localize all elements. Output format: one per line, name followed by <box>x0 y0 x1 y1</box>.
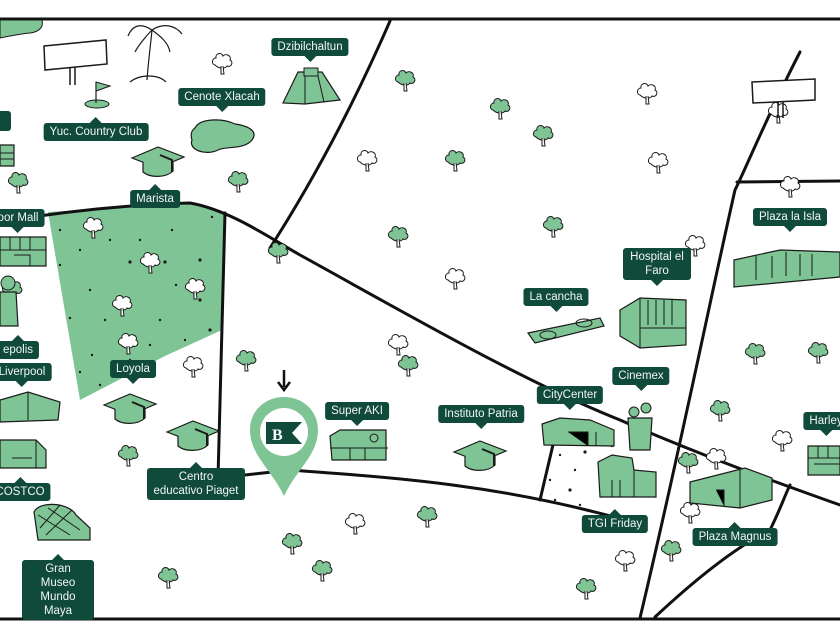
cenote-icon <box>190 119 255 153</box>
billboard-left <box>43 39 108 85</box>
label-text: Harley <box>809 415 840 427</box>
label-pointer <box>12 227 24 233</box>
label-text: CityCenter <box>542 389 598 401</box>
location-marker[interactable]: B <box>250 370 318 496</box>
lake <box>0 19 43 39</box>
label-pointer <box>90 117 102 123</box>
label-citycenter[interactable]: CityCenter <box>536 386 604 410</box>
la-cancha-field <box>526 317 605 344</box>
label-plaza-la-isla[interactable]: Plaza la Isla <box>752 208 828 232</box>
label-marista[interactable]: Marista <box>130 184 180 208</box>
harley-building <box>807 445 840 476</box>
label-costco[interactable]: COSTCO <box>0 477 51 501</box>
label-pointer <box>148 184 161 190</box>
flag-b-icon <box>266 422 302 444</box>
palm-tree-icon <box>127 25 183 83</box>
label-text: Liverpool <box>0 366 46 378</box>
label-text: Cenote Xlacah <box>184 91 260 103</box>
label-pointer <box>609 509 621 515</box>
mall-building-left <box>0 236 47 267</box>
label-text: Plaza la Isla <box>758 211 822 223</box>
label-text: Gran Museo Mundo Maya <box>40 563 76 617</box>
label-text: Loyola <box>116 363 150 375</box>
label-text: Dzibilchaltun <box>277 41 343 53</box>
label-pointer <box>634 385 647 391</box>
citycenter-building <box>541 417 615 447</box>
label-cinepolis[interactable]: epolis <box>0 335 40 359</box>
top-left-building <box>0 144 15 167</box>
golf-flag-icon <box>84 81 112 109</box>
label-text: Plaza Magnus <box>698 531 772 543</box>
label-text: Super AKI <box>331 405 383 417</box>
label-text: TGI Friday <box>587 518 643 530</box>
label-pointer <box>13 477 26 483</box>
label-pointer <box>350 420 363 426</box>
marista-cap-icon <box>131 146 185 178</box>
plaza-la-isla-building <box>733 249 840 288</box>
label-text: Centro educativo Piaget <box>153 471 239 497</box>
label-pointer <box>474 423 487 429</box>
liverpool-building <box>0 391 61 423</box>
park-area <box>48 204 225 400</box>
label-hospital-faro[interactable]: Hospital el Faro <box>623 248 691 286</box>
label-pointer <box>12 335 24 341</box>
label-instituto-patria[interactable]: Instituto Patria <box>438 405 524 429</box>
label-dzibilchaltun[interactable]: Dzibilchaltun <box>271 38 349 62</box>
label-pointer <box>783 226 796 232</box>
cinema-building-left <box>0 275 19 327</box>
label-pointer <box>15 381 28 387</box>
hospital-building <box>619 297 687 349</box>
label-pointer <box>303 56 316 62</box>
billboard-right <box>751 78 816 118</box>
pyramid-icon <box>282 67 342 105</box>
label-yuc-country-club[interactable]: Yuc. Country Club <box>43 117 149 141</box>
label-loyola[interactable]: Loyola <box>110 360 156 384</box>
label-top-left-cut[interactable] <box>0 111 11 131</box>
label-text: Marista <box>136 193 174 205</box>
label-pointer <box>549 306 562 312</box>
label-gran-museo[interactable]: Gran Museo Mundo Maya <box>22 554 94 620</box>
label-pointer <box>190 462 202 468</box>
label-super-aki[interactable]: Super AKI <box>325 402 389 426</box>
museum-building <box>33 503 91 541</box>
tgi-friday-building <box>597 454 657 498</box>
marker-letter: B <box>272 427 283 444</box>
label-harbor-mall[interactable]: oor Mall <box>0 209 45 233</box>
costco-building <box>0 439 47 469</box>
label-text: Cinemex <box>618 370 664 382</box>
patria-cap-icon <box>453 440 507 472</box>
label-pointer <box>651 280 663 286</box>
label-pointer <box>215 106 228 112</box>
label-text: oor Mall <box>0 212 39 224</box>
label-text: epolis <box>2 344 34 356</box>
park-dots <box>58 215 214 387</box>
label-liverpool[interactable]: Liverpool <box>0 363 52 387</box>
piaget-cap-icon <box>166 420 220 452</box>
label-pointer <box>126 378 139 384</box>
label-text: Yuc. Country Club <box>49 126 143 138</box>
arrow-down-icon <box>277 370 291 393</box>
label-pointer <box>563 404 576 410</box>
label-pointer <box>819 430 832 436</box>
super-aki-building <box>329 429 388 461</box>
label-tgi-friday[interactable]: TGI Friday <box>581 509 649 533</box>
label-plaza-magnus[interactable]: Plaza Magnus <box>692 522 778 546</box>
cinemex-popcorn <box>627 402 653 451</box>
loyola-cap-icon <box>103 393 157 425</box>
label-la-cancha[interactable]: La cancha <box>523 288 589 312</box>
label-text: Instituto Patria <box>444 408 518 420</box>
plaza-magnus-building <box>689 467 773 509</box>
label-pointer <box>52 554 64 560</box>
label-pointer <box>729 522 741 528</box>
label-text: Hospital el Faro <box>630 251 684 277</box>
label-harley[interactable]: Harley <box>803 412 840 436</box>
label-cinemex[interactable]: Cinemex <box>612 367 670 391</box>
label-text: COSTCO <box>0 486 45 498</box>
label-cenote-xlacah[interactable]: Cenote Xlacah <box>178 88 266 112</box>
label-centro-piaget[interactable]: Centro educativo Piaget <box>147 462 245 500</box>
label-text: La cancha <box>529 291 583 303</box>
